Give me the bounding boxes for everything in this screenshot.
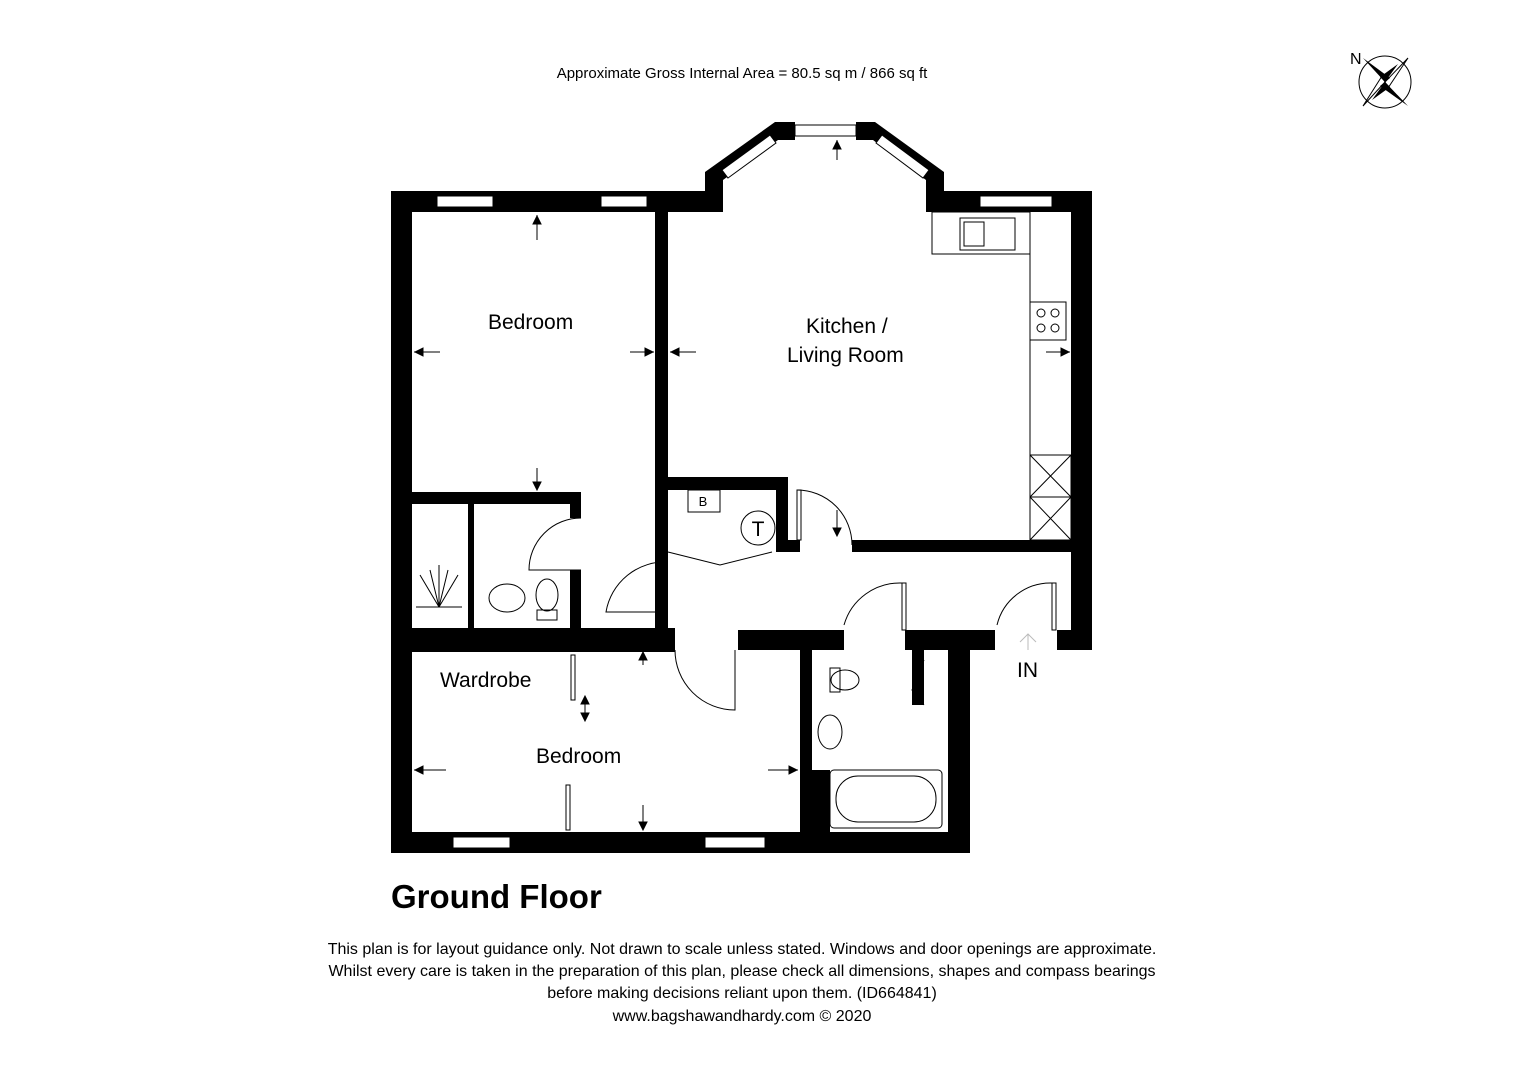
bath-icon: [829, 769, 943, 829]
compass-icon: [1358, 55, 1412, 109]
hob-icon: [1029, 301, 1067, 341]
boiler-box: [687, 489, 721, 513]
wardrobe-label: Wardrobe: [440, 669, 532, 692]
walls: [391, 122, 1092, 853]
website-copyright: www.bagshawandhardy.com © 2020: [612, 1008, 872, 1025]
disclaimer-line-1: This plan is for layout guidance only. N…: [327, 941, 1157, 958]
dimension-arrows: [413, 139, 1071, 832]
disclaimer-line-2: Whilst every care is taken in the prepar…: [328, 963, 1156, 980]
basin-icon: [817, 714, 843, 750]
bedroom-1-label: Bedroom: [488, 311, 574, 334]
tank-label: T: [752, 518, 765, 541]
sink-icon: [959, 217, 1016, 251]
entrance-arrow-icon: [1019, 633, 1037, 650]
gross-internal-area: Approximate Gross Internal Area = 80.5 s…: [556, 65, 928, 82]
shower-icon: [416, 565, 462, 608]
kitchen-label-line2: Living Room: [787, 344, 904, 367]
bedroom-2-label: Bedroom: [536, 745, 622, 768]
floor-title: Ground Floor: [391, 878, 602, 915]
disclaimer-line-3: before making decisions reliant upon the…: [547, 985, 937, 1002]
tank-circle: [740, 510, 776, 546]
toilet-icon: [830, 669, 860, 691]
kitchen-label-line1: Kitchen /: [806, 315, 888, 338]
compass-north-label: N: [1350, 51, 1362, 68]
entrance-label: IN: [1017, 659, 1038, 682]
boiler-label: B: [699, 494, 708, 509]
doors: [528, 489, 1057, 831]
fixtures: [416, 211, 1072, 829]
windows: [436, 124, 1053, 849]
basin-icon: [488, 583, 526, 613]
toilet-icon: [535, 578, 559, 612]
